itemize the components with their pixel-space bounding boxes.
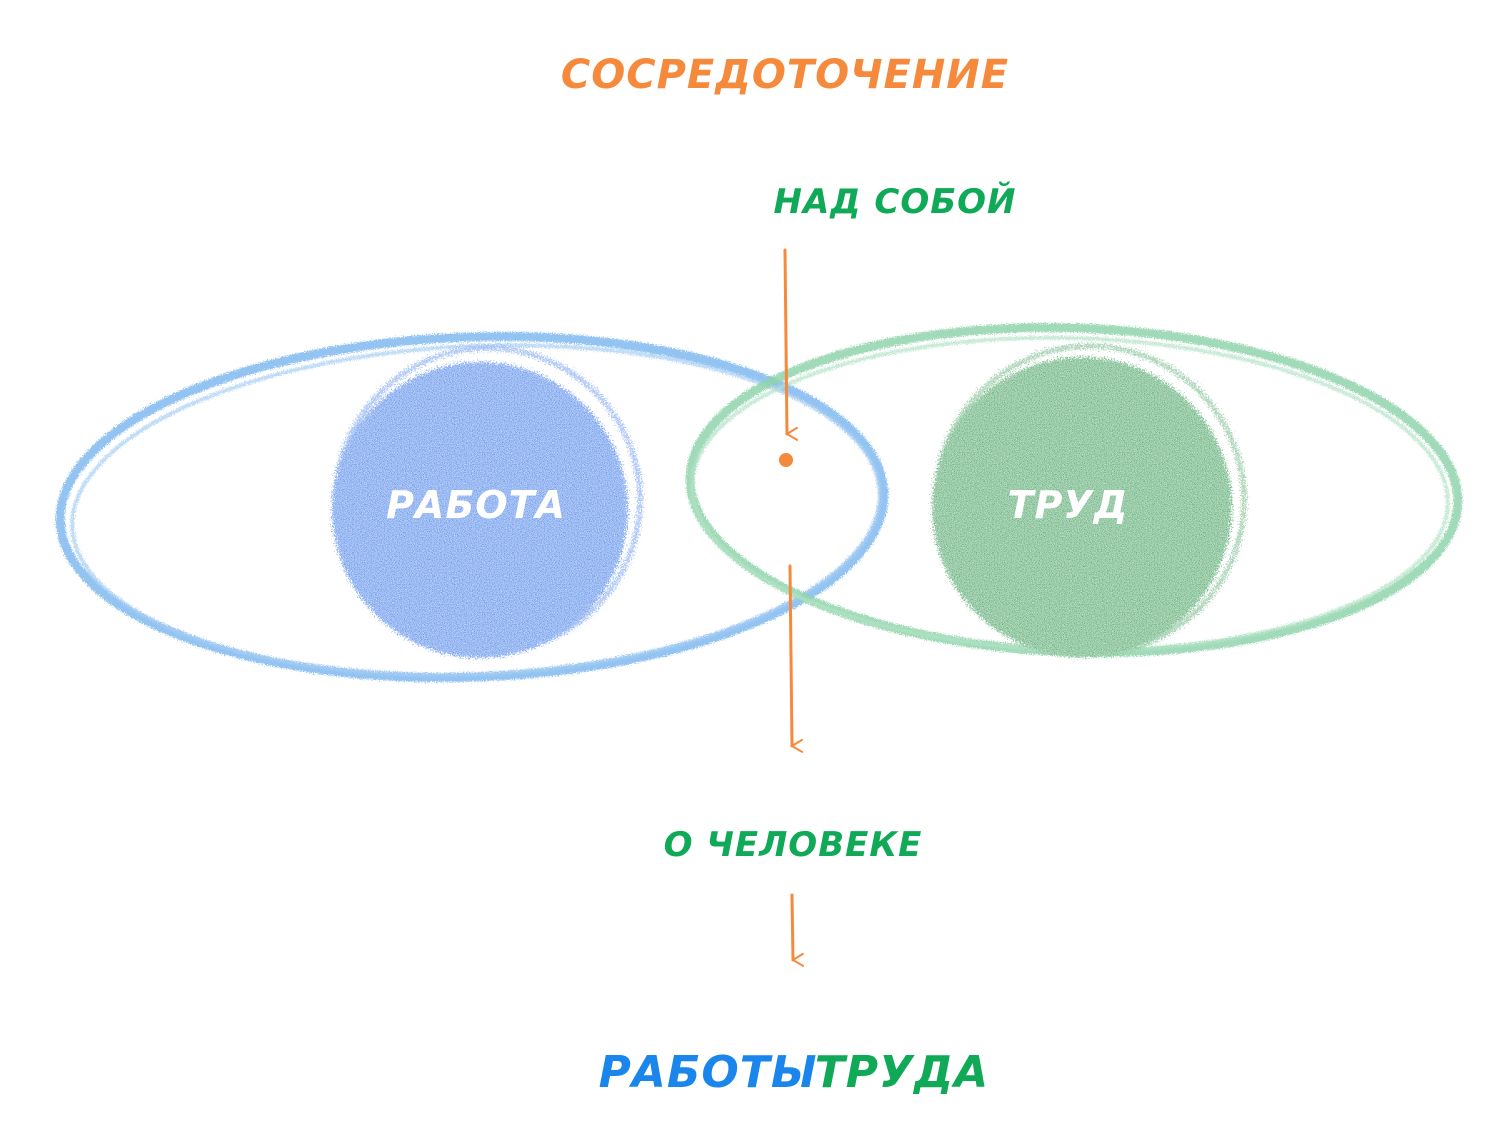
arrow-below-to-result [790,893,805,967]
title-label: СОСРЕДОТОЧЕНИЕ [561,52,1009,98]
left-core-label: РАБОТА [386,483,566,527]
left-outer-ellipse [55,331,889,683]
arrow-down-to-center [783,248,799,441]
below-label: О ЧЕЛОВЕКЕ [664,825,923,865]
result-right-label: ТРУДА [815,1047,989,1098]
right-core-circle [932,343,1247,657]
right-core-label: ТРУД [1008,483,1129,527]
arrow-center-to-below [788,564,804,753]
result-left-label: РАБОТЫ [599,1047,818,1098]
center-dot [779,453,793,467]
above-label: НАД СОБОЙ [773,181,1016,222]
left-core-circle [332,345,643,658]
